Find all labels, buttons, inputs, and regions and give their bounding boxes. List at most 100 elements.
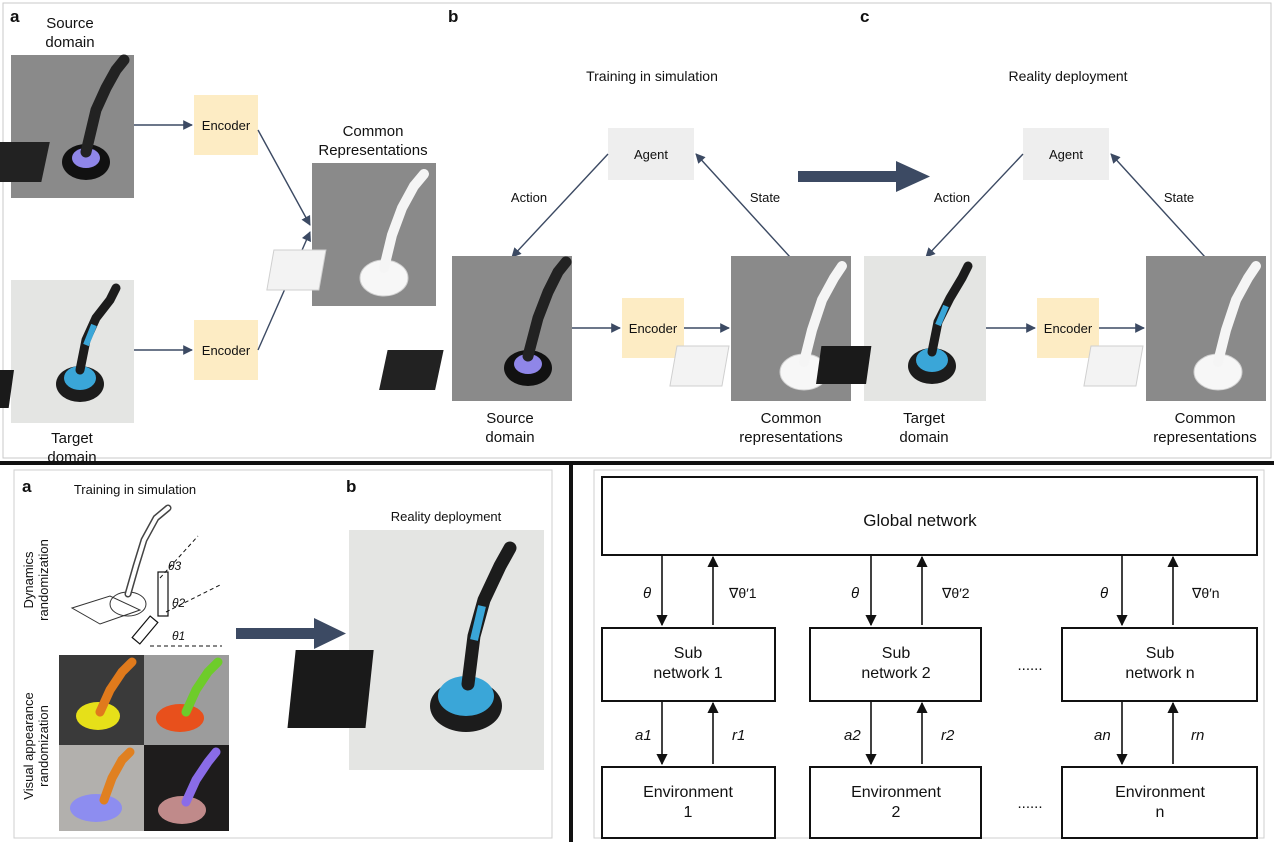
common-caption-c-line1: Common [1175, 410, 1236, 427]
target-caption-line2: domain [47, 449, 96, 466]
encoder-box-b [622, 298, 684, 358]
source-domain-image [0, 54, 134, 198]
source-caption-b-line1: Source [486, 410, 534, 427]
encoder-box-a1 [194, 95, 258, 155]
encoder-box-a2 [194, 320, 258, 380]
common-caption-c-line2: representations [1153, 429, 1256, 446]
source-caption-line2: domain [45, 34, 94, 51]
environment-2-box [809, 766, 982, 839]
action-arrow-b [511, 153, 609, 258]
encoder-label-a2: Encoder [202, 343, 251, 358]
environment-n-line2: n [1156, 804, 1165, 821]
environment-1-line2: 1 [684, 804, 693, 821]
common-caption-b-line1: Common [761, 410, 822, 427]
visual-randomization-label: Visual appearance randomization [21, 692, 51, 799]
reward-label-1: r1 [732, 727, 745, 744]
sub-network-n-box [1061, 627, 1258, 702]
theta1-label: θ1 [172, 629, 185, 643]
sub-network-2-box [809, 627, 982, 702]
dynamics-robot-sketch: θ3 θ2 θ1 [70, 504, 223, 647]
encoder-label-b: Encoder [629, 321, 678, 336]
state-arrow-c [1110, 153, 1206, 258]
environment-1-box [601, 766, 776, 839]
bl-panel-b-title: Reality deployment [391, 509, 502, 524]
visual-line2: randomization [36, 705, 51, 787]
theta-label-2: θ [851, 585, 859, 602]
sub-network-n-line1: Sub [1146, 645, 1175, 662]
global-network-label: Global network [863, 511, 977, 530]
agent-box-c [1023, 128, 1109, 180]
reward-label-n: rn [1191, 727, 1204, 744]
bl-panel-a-label: a [22, 477, 32, 496]
sub-network-2-line1: Sub [882, 645, 911, 662]
target-caption-c-line1: Target [903, 410, 946, 427]
bl-panel-b-label: b [346, 477, 356, 496]
target-caption-line1: Target [51, 430, 94, 447]
bottom-left-frame [13, 469, 553, 839]
environment-2-line1: Environment [851, 784, 941, 801]
environment-1-line1: Environment [643, 784, 733, 801]
action-arrow-c [925, 153, 1024, 258]
source-domain-image-b [379, 256, 572, 401]
top-figure-frame [2, 2, 1272, 459]
visual-line1: Visual appearance [21, 692, 36, 799]
agent-label-b: Agent [634, 147, 668, 162]
dynamics-randomization-label: Dynamics randomization [21, 539, 51, 621]
action-label-2: a2 [844, 727, 861, 744]
sub-network-1-line1: Sub [674, 645, 703, 662]
theta2-label: θ2 [172, 596, 186, 610]
state-arrow-b [695, 153, 791, 258]
common-representation-image-b [669, 256, 851, 401]
common-caption-a-line1: Common [343, 123, 404, 140]
common-caption-a-line2: Representations [318, 142, 427, 159]
environment-n-box [1061, 766, 1258, 839]
sub-network-1-box [601, 627, 776, 702]
common-caption-b-line2: representations [739, 429, 842, 446]
reward-label-2: r2 [941, 727, 955, 744]
action-label-b: Action [511, 190, 547, 205]
source-caption-b-line2: domain [485, 429, 534, 446]
ellipsis-env: ...... [1017, 795, 1042, 812]
target-domain-image-c [816, 256, 986, 401]
theta-label-1: θ [643, 585, 651, 602]
sub-network-2-line2: network 2 [861, 665, 930, 682]
bl-panel-a-title: Training in simulation [74, 482, 196, 497]
encoder-label-a1: Encoder [202, 118, 251, 133]
common-representation-image-a [266, 163, 436, 306]
grad-label-2: ∇θ′2 [941, 585, 970, 601]
global-network-box [601, 476, 1258, 556]
target-caption-c-line2: domain [899, 429, 948, 446]
action-label-n: an [1094, 727, 1111, 744]
panel-c-label: c [860, 7, 869, 26]
agent-box-b [608, 128, 694, 180]
state-label-c: State [1164, 190, 1194, 205]
grad-label-n: ∇θ′n [1191, 585, 1220, 601]
panel-a-label: a [10, 7, 20, 26]
source-caption-line1: Source [46, 15, 94, 32]
encoder-box-c [1037, 298, 1099, 358]
theta-label-n: θ [1100, 585, 1108, 602]
arrow-encoder1-to-common [257, 129, 311, 226]
panel-c-title: Reality deployment [1008, 68, 1127, 84]
common-representation-image-c [1083, 256, 1266, 401]
panel-b-label: b [448, 7, 458, 26]
environment-2-line2: 2 [892, 804, 901, 821]
panel-b-title: Training in simulation [586, 68, 718, 84]
state-label-b: State [750, 190, 780, 205]
target-domain-image [0, 280, 134, 423]
big-arrow-bottom-left [236, 618, 346, 649]
reality-deployment-photo [287, 530, 544, 770]
dynamics-line2: randomization [36, 539, 51, 621]
visual-randomization-grid [59, 655, 229, 831]
environment-n-line1: Environment [1115, 784, 1205, 801]
ellipsis-sub: ...... [1017, 657, 1042, 674]
action-label-1: a1 [635, 727, 652, 744]
sub-network-n-line2: network n [1125, 665, 1194, 682]
theta3-label: θ3 [168, 559, 182, 573]
action-label-c: Action [934, 190, 970, 205]
big-arrow-b-to-c [798, 161, 930, 192]
sub-network-1-line2: network 1 [653, 665, 722, 682]
agent-label-c: Agent [1049, 147, 1083, 162]
grad-label-1: ∇θ′1 [728, 585, 757, 601]
